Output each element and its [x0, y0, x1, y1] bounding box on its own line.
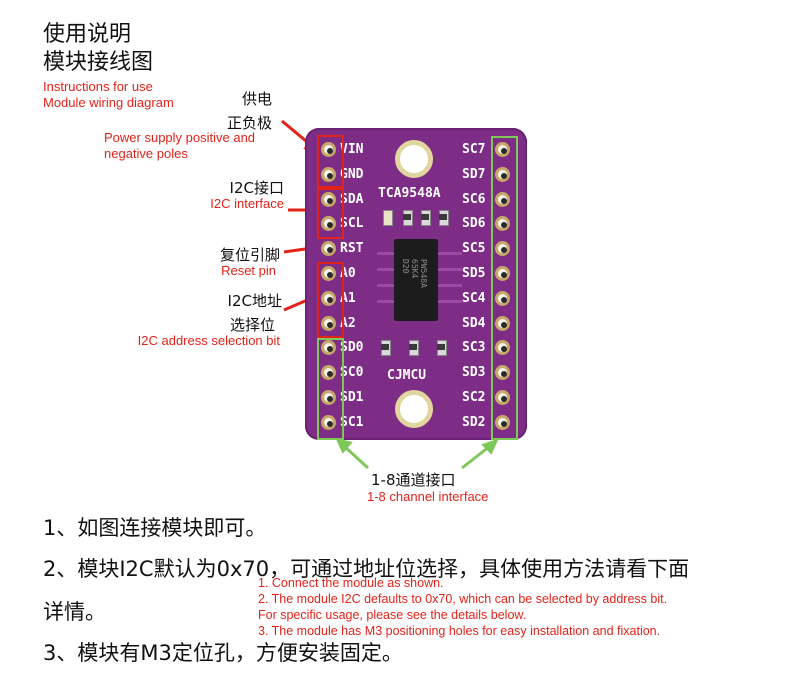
title-en1: Instructions for use [43, 79, 153, 94]
addr-label-cn2: 选择位 [229, 316, 275, 334]
channel-right-highlight-box [491, 136, 518, 440]
left-pin-label: SD1 [340, 390, 364, 405]
right-pin-label: SC2 [462, 390, 486, 405]
instruction-en2: 2. The module I2C defaults to 0x70, whic… [258, 592, 668, 606]
left-pin-sc0 [321, 365, 336, 381]
left-pin-label: SC0 [340, 365, 364, 381]
left-pin-a1 [321, 290, 336, 306]
left-pin-sd1 [321, 390, 336, 405]
left-pin-label: SCL [340, 216, 364, 232]
power-highlight-box [317, 135, 344, 188]
right-pin-label: SC7 [462, 142, 486, 157]
reset-label-en: Reset pin [221, 263, 276, 278]
left-pin-sc1 [321, 414, 336, 430]
right-pin-label: SC6 [462, 191, 486, 207]
title-line1: 使用说明 [43, 22, 132, 47]
right-pin-label: SD5 [462, 266, 486, 281]
instruction-en4: 3. The module has M3 positioning holes f… [258, 624, 661, 638]
right-pin-sc5 [495, 241, 510, 257]
right-pin-label: SD3 [462, 365, 486, 381]
i2c-highlight-box [317, 188, 344, 239]
right-pin-label: SD7 [462, 166, 486, 182]
address-highlight-box [317, 262, 344, 338]
power-label-cn1: 供电 [241, 90, 272, 108]
right-pin-sd5 [495, 266, 510, 281]
left-pin-sd0 [321, 340, 336, 356]
addr-label-cn1: I2C地址 [227, 292, 282, 310]
left-pin-scl [321, 216, 336, 232]
instruction-step2a: 2、模块I2C默认为0x70，可通过地址位选择，具体使用方法请看下面 [43, 557, 690, 581]
tca9548a-chip: PW548A 65K4 D20 [394, 239, 438, 321]
left-pin-gnd [321, 166, 336, 182]
instruction-step1: 1、如图连接模块即可。 [43, 516, 267, 540]
mounting-hole-top [395, 140, 433, 178]
i2c-label-en: I2C interface [210, 196, 284, 211]
title-line2: 模块接线图 [43, 50, 154, 75]
title-en2: Module wiring diagram [43, 95, 174, 110]
chip-marking-3: D20 [401, 259, 410, 274]
left-pin-a0 [321, 266, 336, 281]
chip-name-silkscreen: TCA9548A [378, 186, 441, 201]
channel-left-highlight-box [317, 338, 344, 440]
instruction-en3: For specific usage, please see the detai… [258, 608, 527, 622]
right-pin-label: SD6 [462, 216, 486, 232]
right-pin-sc4 [495, 290, 510, 306]
right-pin-label: SC4 [462, 290, 486, 306]
reset-label-cn: 复位引脚 [219, 246, 280, 264]
left-pin-rst [321, 241, 336, 257]
right-pin-label: SC3 [462, 340, 486, 356]
chip-marking-2: 65K4 [410, 259, 419, 279]
right-pin-sd7 [495, 166, 510, 182]
power-label-cn2: 正负极 [226, 114, 272, 132]
instruction-step2b: 详情。 [43, 600, 106, 624]
left-pin-a2 [321, 315, 336, 331]
right-pin-sd6 [495, 216, 510, 232]
chip-marking-1: PW548A [419, 259, 428, 288]
left-pin-sda [321, 191, 336, 207]
right-pin-sd3 [495, 365, 510, 381]
left-pin-label: GND [340, 166, 364, 182]
power-label-en2: negative poles [104, 146, 188, 161]
right-pin-sc3 [495, 340, 510, 356]
right-pin-label: SC5 [462, 241, 486, 257]
right-pin-label: SD4 [462, 315, 486, 331]
channel-label-cn: 1-8通道接口 [371, 471, 456, 489]
instruction-step3: 3、模块有M3定位孔，方便安装固定。 [43, 641, 403, 665]
left-pin-label: SDA [340, 191, 364, 207]
power-label-en1: Power supply positive and [104, 130, 256, 145]
left-pin-label: SD0 [340, 340, 364, 356]
right-pin-label: SD2 [462, 414, 486, 430]
right-pin-sc2 [495, 390, 510, 405]
left-pin-vin [321, 142, 336, 157]
right-pin-sd4 [495, 315, 510, 331]
addr-label-en: I2C address selection bit [137, 333, 280, 348]
instruction-en1: 1. Connect the module as shown. [258, 576, 444, 590]
right-pin-sd2 [495, 414, 510, 430]
brand-silkscreen: CJMCU [387, 368, 427, 383]
left-pin-label: RST [340, 241, 364, 257]
mounting-hole-bottom [395, 390, 433, 428]
left-pin-label: SC1 [340, 414, 364, 430]
right-pin-sc7 [495, 142, 510, 157]
right-pin-sc6 [495, 191, 510, 207]
i2c-label-cn: I2C接口 [229, 179, 284, 197]
channel-label-en: 1-8 channel interface [367, 489, 489, 504]
left-pin-label: VIN [340, 142, 364, 157]
